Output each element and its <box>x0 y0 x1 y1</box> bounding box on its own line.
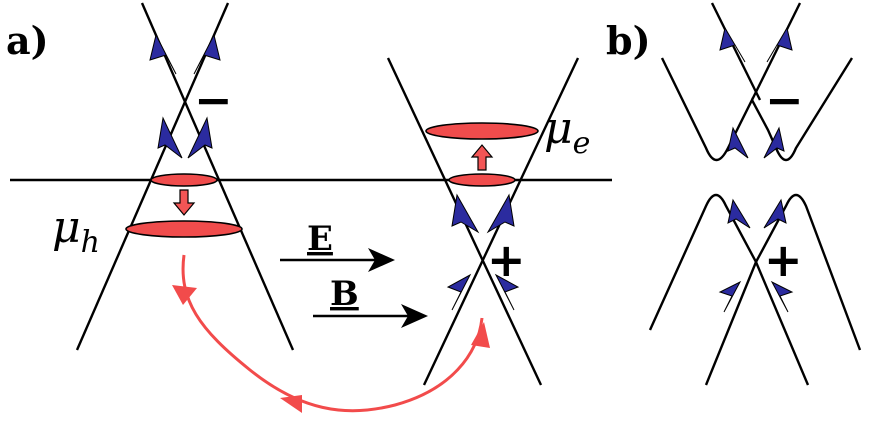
curved-pumping-line <box>181 254 484 413</box>
plus-sign-panel-b: + <box>764 233 803 287</box>
blue-arrow-icon <box>451 193 480 234</box>
panel-b-label: b) <box>606 18 651 63</box>
curved-pumping-arrow-icon <box>172 285 197 305</box>
blue-arrow-icon <box>187 116 213 159</box>
curved-pumping-arrow-icon <box>280 395 302 413</box>
b-field-arrow <box>313 304 428 328</box>
right-equilibrium-surface <box>448 173 516 187</box>
up-shift-arrow-icon <box>470 144 494 171</box>
blue-arrow-icon <box>763 198 787 229</box>
panel-b-lower-band <box>648 193 862 386</box>
mu-h-label: μh <box>52 202 100 260</box>
panel-b-conduction-curve <box>648 193 862 351</box>
blue-arrow-icon <box>486 193 515 234</box>
panel-b-line <box>750 2 802 101</box>
panel-b-upper-band <box>660 2 854 162</box>
e-field-arrow-icon <box>368 248 395 272</box>
down-shift-arrow-icon <box>172 189 196 216</box>
pumping-curve <box>172 254 490 413</box>
blue-arrow-icon <box>193 33 221 75</box>
panel-b-valence-curve <box>660 57 854 162</box>
curved-pumping-arrow-icon <box>471 322 490 348</box>
blue-arrow-icon <box>494 273 520 311</box>
blue-arrow-icon <box>149 33 177 75</box>
left-cone-line-1 <box>140 2 295 351</box>
mu-e-symbol: μ <box>544 103 573 154</box>
mu-h-subscript: h <box>81 225 100 260</box>
panel-a-label: a) <box>6 18 49 63</box>
left-cone-line-2 <box>75 2 230 351</box>
b-field-arrow-icon <box>401 304 428 328</box>
blue-arrow-icon <box>727 198 751 229</box>
panel-b-arrows <box>718 26 794 313</box>
panel-b-line <box>710 2 762 101</box>
mu-e-subscript: e <box>573 126 591 161</box>
panel-b-line <box>704 261 758 386</box>
mu-h-surface <box>125 220 243 238</box>
left-equilibrium-surface <box>150 173 218 187</box>
blue-arrow-icon <box>766 26 793 63</box>
blue-arrow-icon <box>727 126 749 159</box>
minus-sign-panel-b: − <box>765 73 804 127</box>
mu-e-surface <box>425 122 539 140</box>
minus-sign-left: − <box>194 73 233 127</box>
mu-h-symbol: μ <box>52 202 81 253</box>
blue-arrow-icon <box>446 273 472 311</box>
e-field-label: E <box>307 219 333 259</box>
blue-arrow-icon <box>718 280 742 313</box>
mu-e-label: μe <box>544 103 590 161</box>
blue-arrow-icon <box>719 26 746 63</box>
blue-arrow-icon <box>770 280 794 313</box>
left-cone <box>75 2 295 351</box>
blue-arrow-icon <box>157 116 183 159</box>
panel-b-line <box>754 261 810 386</box>
e-field-arrow <box>280 248 395 272</box>
right-cone-arrows <box>446 193 520 311</box>
plus-sign-right: + <box>487 233 526 287</box>
blue-arrow-icon <box>763 126 785 159</box>
b-field-label: B <box>330 274 359 314</box>
left-cone-arrows <box>149 33 221 159</box>
